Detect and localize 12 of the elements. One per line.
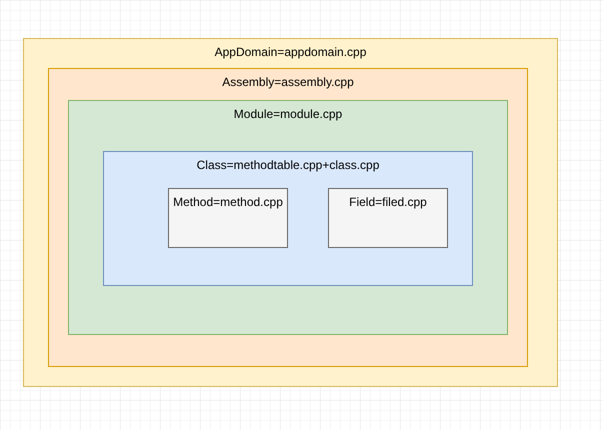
box-label: Field=filed.cpp	[348, 195, 428, 209]
process-box	[168, 188, 288, 248]
process-box	[328, 188, 448, 248]
box-label: Method=method.cpp	[172, 195, 284, 209]
container-box	[23, 38, 558, 387]
box-label: Class=methodtable.cpp+class.cpp	[196, 158, 380, 172]
box-label: Module=module.cpp	[232, 107, 344, 121]
container-box	[48, 68, 528, 367]
container-box	[68, 100, 508, 335]
container-box	[103, 151, 473, 286]
box-label: Assembly=assembly.cpp	[221, 75, 355, 89]
box-label: AppDomain=appdomain.cpp	[214, 45, 368, 59]
